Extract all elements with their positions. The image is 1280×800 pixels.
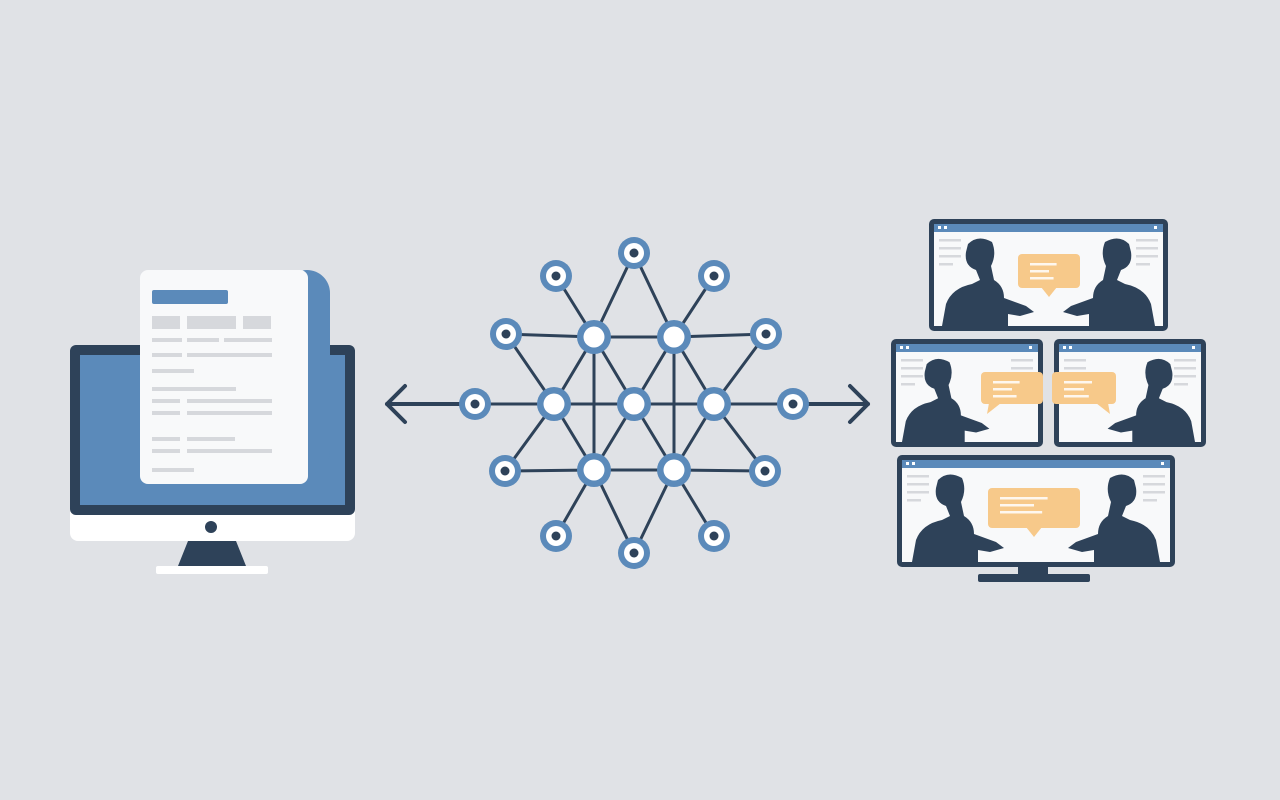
video-meeting-screens-icon [891, 219, 1206, 582]
network-node-leaf [540, 520, 572, 552]
monitor-base [156, 566, 268, 574]
arrow-right-icon [806, 384, 870, 424]
meeting-screen [891, 339, 1043, 447]
document-title-bar [152, 290, 228, 304]
network-node-hub [697, 387, 731, 421]
speech-bubble-icon [1052, 372, 1116, 414]
network-node-leaf [698, 520, 730, 552]
document-text-lines [152, 316, 272, 472]
window-title-bar [896, 344, 1038, 352]
document-scroll [140, 270, 330, 484]
network-node-hub [577, 453, 611, 487]
person-silhouette-icon [1068, 474, 1160, 562]
arrow-left-icon [385, 384, 462, 424]
speech-bubble-icon [1018, 254, 1080, 297]
meeting-screen [1052, 339, 1206, 447]
person-silhouette-icon [1107, 358, 1195, 442]
network-node-leaf [459, 388, 491, 420]
person-silhouette-icon [902, 358, 990, 442]
network-node-hub [577, 320, 611, 354]
network-node-hub [657, 320, 691, 354]
network-node-leaf [489, 455, 521, 487]
speech-bubble-icon [981, 372, 1043, 414]
meeting-screen-bottom-stand [978, 565, 1090, 582]
network-node-hub [537, 387, 571, 421]
network-node-leaf [618, 237, 650, 269]
monitor-stand [178, 541, 246, 566]
network-nodes [459, 237, 809, 569]
person-silhouette-icon [912, 474, 1004, 562]
monitor-power-icon [205, 521, 217, 533]
person-silhouette-icon [942, 238, 1034, 326]
network-node-leaf [540, 260, 572, 292]
document-monitor-icon [70, 270, 355, 574]
meeting-screen [897, 455, 1175, 567]
network-node-leaf [750, 318, 782, 350]
network-node-hub [657, 453, 691, 487]
network-node-leaf [749, 455, 781, 487]
network-node-hub [617, 387, 651, 421]
window-title-bar [934, 224, 1163, 232]
person-silhouette-icon [1063, 238, 1155, 326]
network-node-leaf [618, 537, 650, 569]
window-title-bar [1059, 344, 1201, 352]
network-graph-icon [385, 237, 870, 569]
network-node-leaf [490, 318, 522, 350]
network-node-leaf [698, 260, 730, 292]
network-node-leaf [777, 388, 809, 420]
speech-bubble-icon [988, 488, 1080, 537]
meeting-screen [929, 219, 1168, 331]
window-title-bar [902, 460, 1170, 468]
